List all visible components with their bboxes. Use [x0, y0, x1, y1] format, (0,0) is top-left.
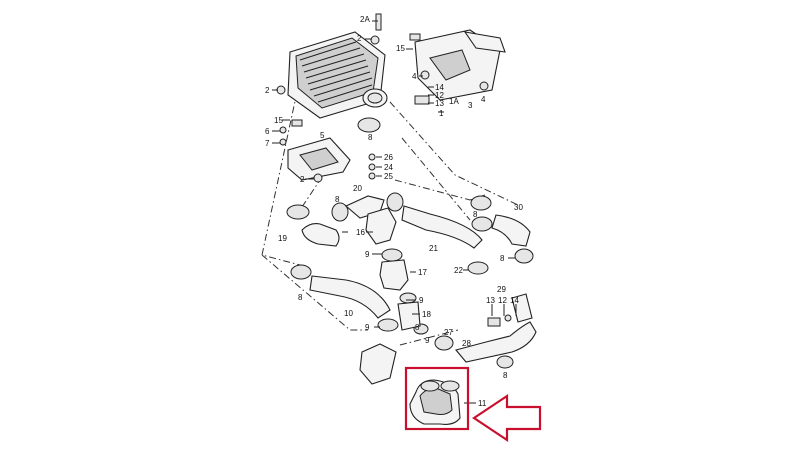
callout-2-mid: 2 — [300, 175, 305, 184]
highlight-box — [404, 366, 470, 431]
callout-8b: 8 — [335, 195, 340, 204]
callout-22: 22 — [454, 266, 463, 275]
callout-25: 25 — [384, 172, 393, 181]
callout-labels: 2A 2 15 2 4 14 12 13 1A 1 4 3 15 6 7 5 8… — [265, 15, 523, 408]
callout-3: 3 — [468, 101, 473, 110]
callout-26: 26 — [384, 153, 393, 162]
callout-1A: 1A — [449, 97, 459, 106]
callout-20: 20 — [353, 184, 362, 193]
callout-10: 10 — [344, 309, 353, 318]
bracket-5 — [287, 137, 351, 181]
leader-lines — [272, 20, 517, 328]
callout-4a: 4 — [412, 72, 417, 81]
callout-12b: 12 — [498, 296, 507, 305]
callout-29: 29 — [497, 285, 506, 294]
callout-27: 27 — [444, 328, 453, 337]
callout-9c: 9 — [365, 323, 370, 332]
callout-8c: 8 — [473, 210, 478, 219]
callout-8e: 8 — [298, 293, 303, 302]
callout-16: 16 — [356, 228, 365, 237]
callout-2-left: 2 — [265, 86, 270, 95]
callout-21: 21 — [429, 244, 438, 253]
callout-15-top: 15 — [396, 44, 405, 53]
callout-19: 19 — [278, 234, 287, 243]
callout-2A: 2A — [360, 15, 370, 24]
callout-28: 28 — [462, 339, 471, 348]
callout-5: 5 — [320, 131, 325, 140]
callout-2-top: 2 — [357, 34, 362, 43]
callout-9b: 9 — [419, 296, 424, 305]
callout-8a: 8 — [368, 133, 373, 142]
callout-17: 17 — [418, 268, 427, 277]
callout-1: 1 — [439, 109, 444, 118]
callout-11: 11 — [478, 399, 487, 408]
callout-14: 14 — [435, 83, 444, 92]
intercooler — [287, 31, 388, 119]
callout-9d: 9 — [425, 336, 430, 345]
callout-13: 13 — [435, 99, 444, 108]
cover-plate-3 — [414, 29, 506, 101]
callout-7: 7 — [265, 139, 270, 148]
callout-9a: 9 — [365, 250, 370, 259]
callout-8g: 8 — [503, 371, 508, 380]
callout-24: 24 — [384, 163, 393, 172]
callout-12: 12 — [435, 91, 444, 100]
elbow-hose-11 — [409, 379, 476, 425]
hose-clamps — [286, 117, 534, 369]
pointer-arrow — [472, 393, 542, 443]
callout-6: 6 — [265, 127, 270, 136]
callout-8f: 8 — [415, 323, 420, 332]
charge-air-hoses — [301, 195, 537, 385]
callout-4b: 4 — [481, 95, 486, 104]
callout-18: 18 — [422, 310, 431, 319]
callout-14b: 14 — [510, 296, 519, 305]
callout-8d: 8 — [500, 254, 505, 263]
callout-30: 30 — [514, 203, 523, 212]
callout-15-left: 15 — [274, 116, 283, 125]
callout-13b: 13 — [486, 296, 495, 305]
